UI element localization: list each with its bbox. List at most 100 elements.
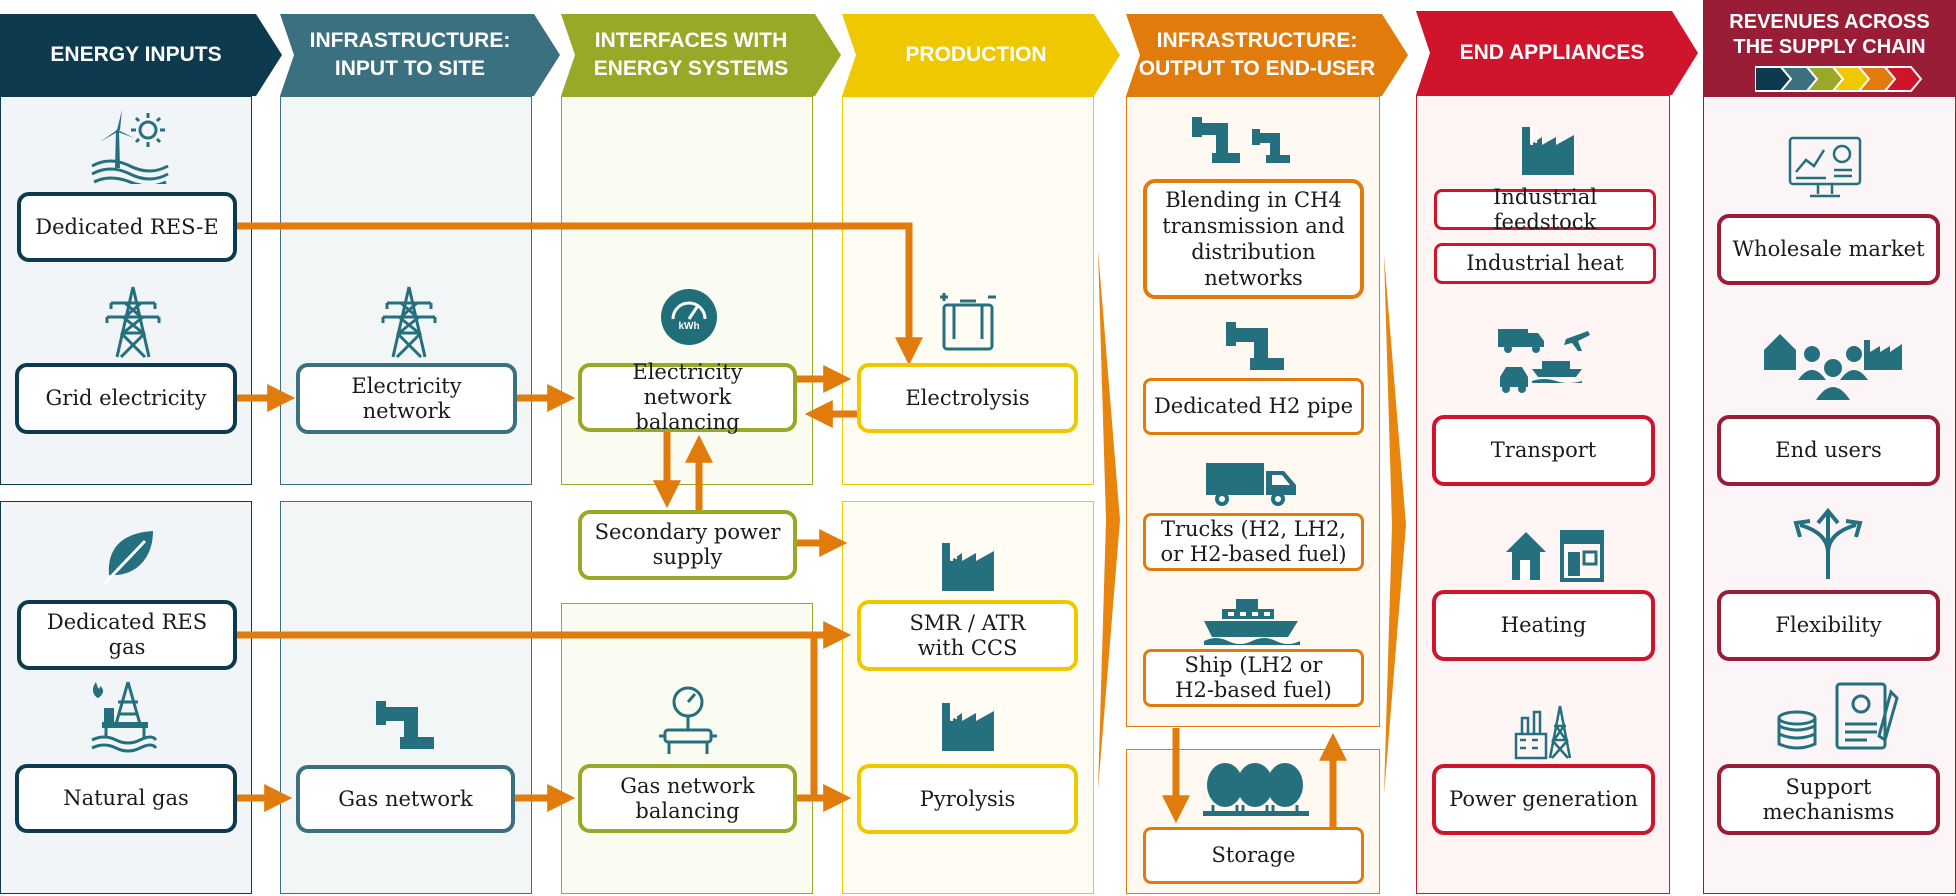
header-line: REVENUES ACROSS xyxy=(1729,11,1930,33)
box-label: Pyrolysis xyxy=(919,786,1016,811)
header-revenues: REVENUES ACROSS THE SUPPLY CHAIN xyxy=(1703,0,1956,96)
box-label-line: Electricity network xyxy=(632,360,743,409)
header-label: PRODUCTION xyxy=(905,43,1047,66)
box-label-line: with CCS xyxy=(917,635,1018,660)
header-line: INFRASTRUCTURE: xyxy=(309,29,511,52)
box-label-line: Trucks (H2, LH2, xyxy=(1160,517,1346,541)
ship-icon xyxy=(1204,599,1300,645)
box-label: Flexibility xyxy=(1775,613,1882,637)
box-label: Electricity network xyxy=(351,373,462,423)
box-label-line: supply xyxy=(652,545,723,569)
electrolyzer-icon xyxy=(940,293,996,351)
box-label: Transport xyxy=(1490,438,1597,462)
box-label: Wholesale market xyxy=(1732,237,1925,261)
storage-tanks-icon xyxy=(1203,763,1309,816)
box-industrial-feedstock[interactable]: Industrial feedstock xyxy=(1434,185,1656,234)
flow-chevron-icon xyxy=(1384,255,1406,795)
panel-interfaces-gas xyxy=(561,603,813,894)
box-natural-gas[interactable]: Natural gas xyxy=(15,764,237,833)
arrow-rese-to-electrolysis xyxy=(237,222,923,366)
box-label-line: or H2-based fuel) xyxy=(1160,542,1347,566)
header-line: INTERFACES WITH xyxy=(594,29,788,52)
box-label-line: Blending in CH4 xyxy=(1165,188,1342,212)
header-label: END APPLIANCES xyxy=(1459,41,1645,64)
box-pyrolysis[interactable]: Pyrolysis xyxy=(857,764,1078,834)
pipe-icon xyxy=(376,701,434,749)
leaf-icon xyxy=(103,531,153,585)
box-flexibility[interactable]: Flexibility xyxy=(1717,590,1940,661)
box-wholesale-market[interactable]: Wholesale market xyxy=(1717,214,1940,285)
box-dedicated-res-gas[interactable]: Dedicated RES gas xyxy=(17,600,237,670)
power-pylon-icon xyxy=(105,286,161,359)
end-users-icon xyxy=(1764,334,1902,400)
supply-chain-chevrons-icon xyxy=(1755,66,1923,92)
box-end-users[interactable]: End users xyxy=(1717,415,1940,486)
box-trucks[interactable]: Trucks (H2, LH2,or H2-based fuel) xyxy=(1143,513,1364,571)
box-label-line: networks xyxy=(1204,266,1303,290)
header-infra-input: INFRASTRUCTURE: INPUT TO SITE xyxy=(280,14,560,96)
header-label: INFRASTRUCTURE: INPUT TO SITE xyxy=(310,27,531,83)
box-label: Dedicated RES-E xyxy=(35,214,219,239)
header-line: THE SUPPLY CHAIN xyxy=(1733,36,1926,58)
box-label-line: mechanisms xyxy=(1762,799,1895,824)
flexibility-arrows-icon xyxy=(1793,507,1863,579)
box-label-line: SMR / ATR xyxy=(909,610,1026,635)
box-label-line: transmission and xyxy=(1162,214,1345,238)
flow-chevron-icon xyxy=(1098,250,1120,790)
box-label-line: balancing xyxy=(635,410,740,434)
box-dedicated-res-e[interactable]: Dedicated RES-E xyxy=(17,192,237,262)
box-electricity-network[interactable]: Electricity network xyxy=(296,363,517,434)
box-label: Industrial feedstock xyxy=(1493,184,1597,234)
box-label-line: balancing xyxy=(635,798,740,823)
box-label: Dedicated H2 pipe xyxy=(1153,394,1354,418)
box-label-line: Support xyxy=(1785,774,1872,799)
pipe-icon xyxy=(1226,322,1284,370)
header-infra-output: INFRASTRUCTURE:OUTPUT TO END-USER xyxy=(1126,14,1408,96)
box-storage[interactable]: Storage xyxy=(1143,827,1364,884)
box-label: Trucks (H2, LH2,or H2-based fuel) xyxy=(1160,517,1346,567)
box-label-line: Ship (LH2 or xyxy=(1184,653,1323,677)
box-label-line: Gas network xyxy=(620,773,755,798)
header-line: INPUT TO SITE xyxy=(334,57,486,80)
truck-icon xyxy=(1206,463,1296,506)
header-label: ENERGY INPUTS xyxy=(50,43,222,66)
factory-icon xyxy=(942,543,994,591)
header-label: INFRASTRUCTURE:OUTPUT TO END-USER xyxy=(1139,27,1395,83)
box-electrolysis[interactable]: Electrolysis xyxy=(857,363,1078,433)
box-transport[interactable]: Transport xyxy=(1432,415,1655,486)
pressure-gauge-icon xyxy=(659,686,717,754)
box-industrial-heat[interactable]: Industrial heat xyxy=(1434,243,1656,284)
power-plant-icon xyxy=(1514,705,1572,760)
kwh-label: kWh xyxy=(678,321,700,332)
transport-icon xyxy=(1498,329,1590,393)
wind-solar-icon xyxy=(91,110,169,184)
box-heating[interactable]: Heating xyxy=(1432,590,1655,661)
kwh-gauge-icon xyxy=(671,301,707,320)
box-blending[interactable]: Blending in CH4 transmission and distrib… xyxy=(1143,179,1364,299)
gas-rig-icon xyxy=(91,681,158,753)
box-label: Natural gas xyxy=(63,786,189,810)
box-power-generation[interactable]: Power generation xyxy=(1432,764,1655,835)
box-label: Gas network xyxy=(338,786,473,811)
box-label: Power generation xyxy=(1449,787,1638,811)
box-label: Electrolysis xyxy=(905,385,1030,410)
box-gas-network[interactable]: Gas network xyxy=(296,765,515,833)
header-line: ENERGY SYSTEMS xyxy=(593,57,789,80)
header-interfaces: INTERFACES WITH ENERGY SYSTEMS xyxy=(561,14,841,96)
box-grid-electricity[interactable]: Grid electricity xyxy=(15,363,237,434)
box-label: Heating xyxy=(1500,613,1587,637)
power-pylon-icon xyxy=(381,286,437,359)
factory-icon xyxy=(942,703,994,751)
box-label: Industrial heat xyxy=(1466,251,1624,275)
box-dedicated-h2-pipe[interactable]: Dedicated H2 pipe xyxy=(1143,378,1364,435)
